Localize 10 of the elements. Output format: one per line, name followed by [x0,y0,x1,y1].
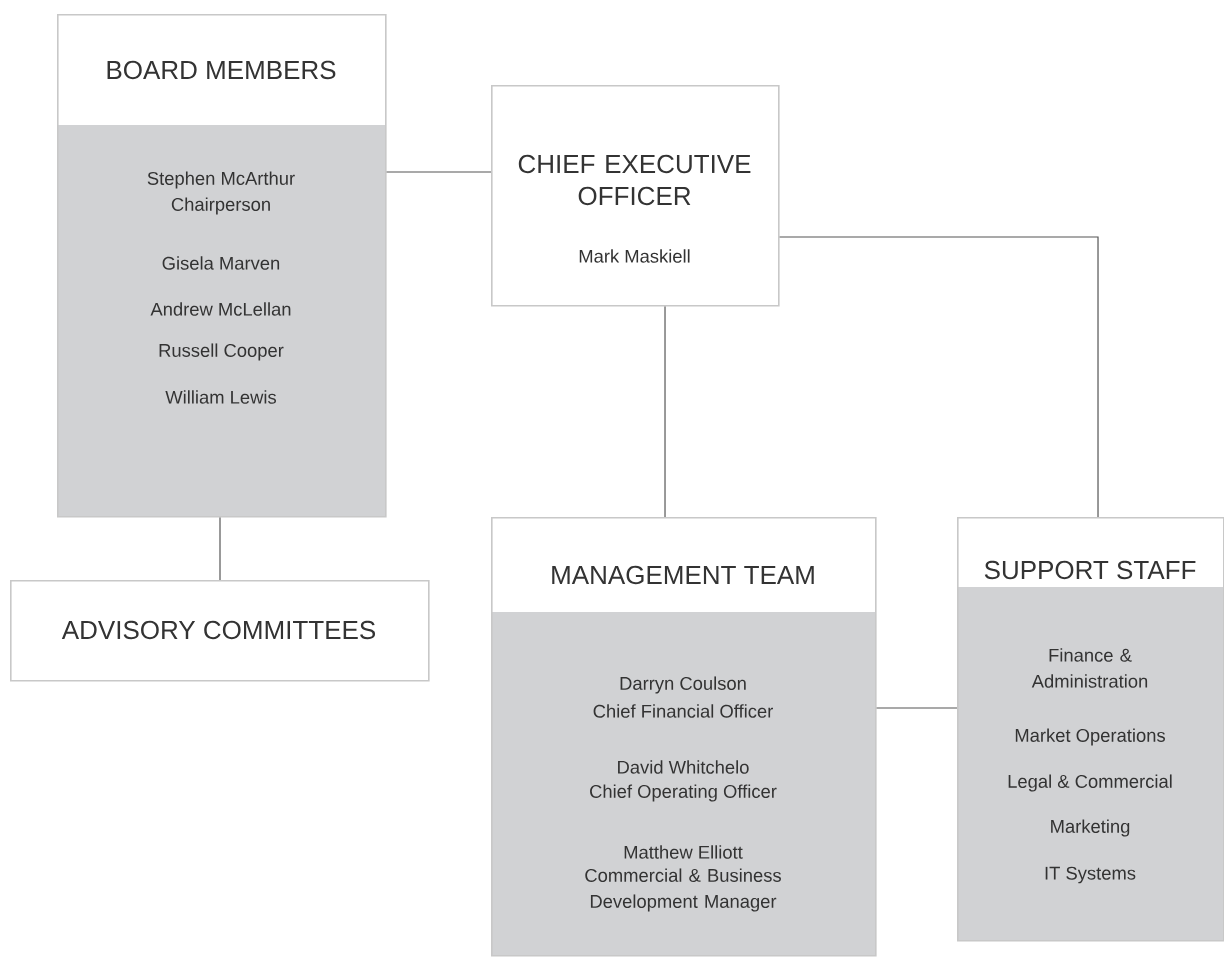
connector-line [386,171,492,173]
connector-line [779,236,1099,518]
connector-line [664,306,666,518]
org-card: ADVISORY COMMITTEES [10,580,430,682]
org-card: MANAGEMENT TEAM Darryn Coulson Chief Financial Officer David Whitchelo Chief Operating Officer Matthew Elliott Commercial & Business Development Manager [491,517,877,957]
connector-line [219,517,221,581]
org-card: CHIEF EXECUTIVE OFFICER Mark Maskiell [491,85,780,307]
org-card: BOARD MEMBERS Stephen McArthur Chairperson Gisela Marven Andrew McLellan Russell Cooper William Lewis [57,14,387,518]
org-card: SUPPORT STAFF Finance & Administration Market Operations Legal & Commercial Marketing IT Systems [957,517,1224,942]
connector-line [876,707,958,709]
